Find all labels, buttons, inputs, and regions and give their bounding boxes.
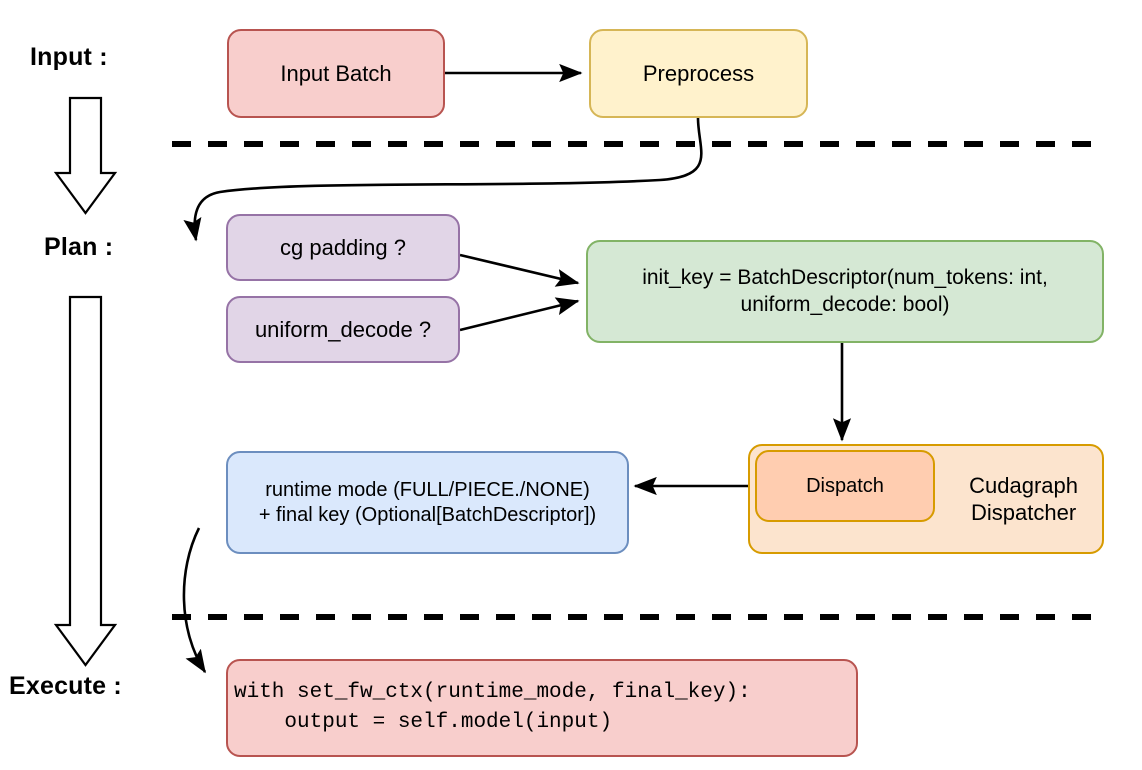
node-dispatch-label: Dispatch [806,474,884,497]
stage-label-execute: Execute : [9,672,122,700]
node-cg-padding[interactable]: cg padding ? [226,214,460,281]
edge-runtime-mode-to-execute-code [182,527,207,674]
node-dispatch[interactable]: Dispatch [755,450,935,522]
node-runtime-mode[interactable]: runtime mode (FULL/PIECE./NONE) + final … [226,451,629,554]
node-execute-code[interactable]: with set_fw_ctx(runtime_mode, final_key)… [226,659,858,757]
edge-cg-padding-to-init-key [459,253,580,287]
node-preprocess[interactable]: Preprocess [589,29,808,118]
input-to-plan-block-arrow [53,96,118,215]
node-init-key[interactable]: init_key = BatchDescriptor(num_tokens: i… [586,240,1104,343]
node-preprocess-label: Preprocess [642,60,755,86]
node-execute-code-label: with set_fw_ctx(runtime_mode, final_key)… [234,680,751,734]
edge-uniform-decode-to-init-key [459,297,580,332]
node-input-batch[interactable]: Input Batch [227,29,445,118]
node-input-batch-label: Input Batch [280,60,392,86]
node-cudagraph-dispatcher-label: Cudagraph Dispatcher [969,472,1078,526]
stage-label-input: Input : [30,43,108,71]
node-uniform-decode-label: uniform_decode ? [254,316,432,342]
node-runtime-mode-label: runtime mode (FULL/PIECE./NONE) + final … [258,478,597,526]
node-init-key-label: init_key = BatchDescriptor(num_tokens: i… [642,266,1048,316]
plan-to-execute-block-arrow [53,295,118,667]
node-uniform-decode[interactable]: uniform_decode ? [226,296,460,363]
stage-label-plan: Plan : [44,233,114,261]
node-cg-padding-label: cg padding ? [280,234,406,260]
